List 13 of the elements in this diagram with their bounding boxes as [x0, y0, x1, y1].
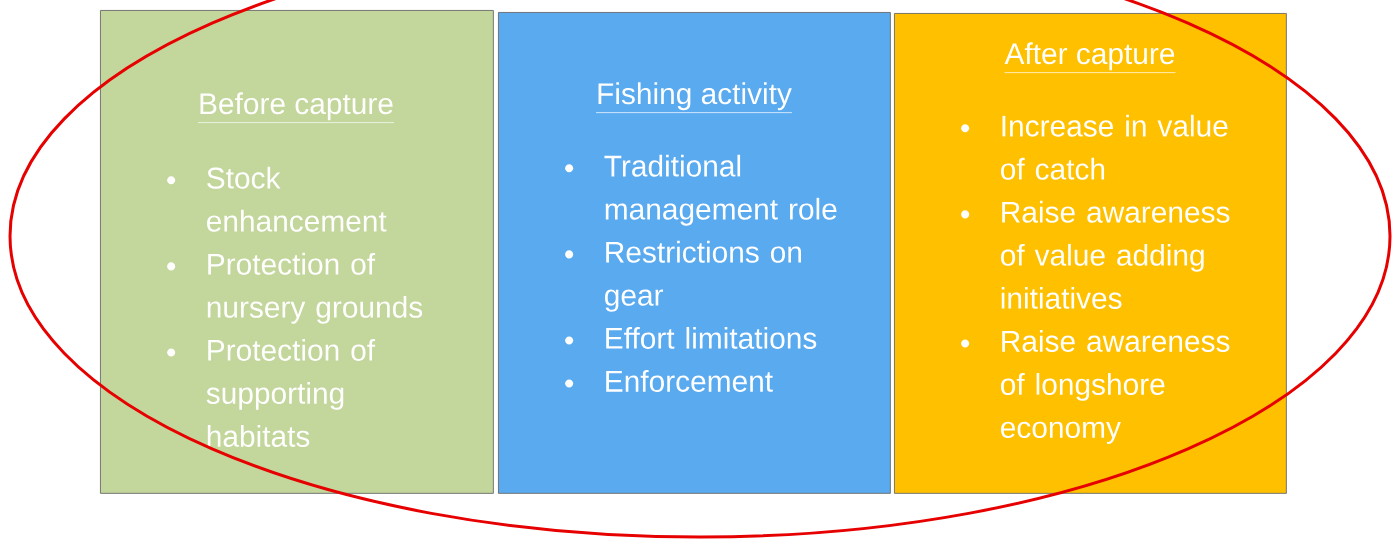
heading-text: After capture — [1004, 42, 1176, 73]
bullet-item: Effort limitations — [606, 326, 817, 349]
bullet-item: Traditional management role — [604, 154, 837, 226]
bullet-item: Protection of nursery grounds — [207, 252, 423, 324]
bullet-item: Restrictions on gear — [605, 240, 801, 312]
bullet-item: Increase in value of catch — [1001, 114, 1228, 180]
bullet-item: Stock enhancement — [207, 166, 387, 232]
heading-text: Before capture — [197, 92, 395, 123]
bullet-item: Enforcement — [606, 370, 773, 392]
bullet-item: Protection of supporting habitats — [206, 338, 376, 447]
bullet-item: Raise awareness of longshore economy — [1001, 330, 1230, 444]
bullet-item: Raise awareness of value adding initiatives — [1001, 200, 1230, 309]
heading-text: Fishing activity — [595, 82, 793, 113]
